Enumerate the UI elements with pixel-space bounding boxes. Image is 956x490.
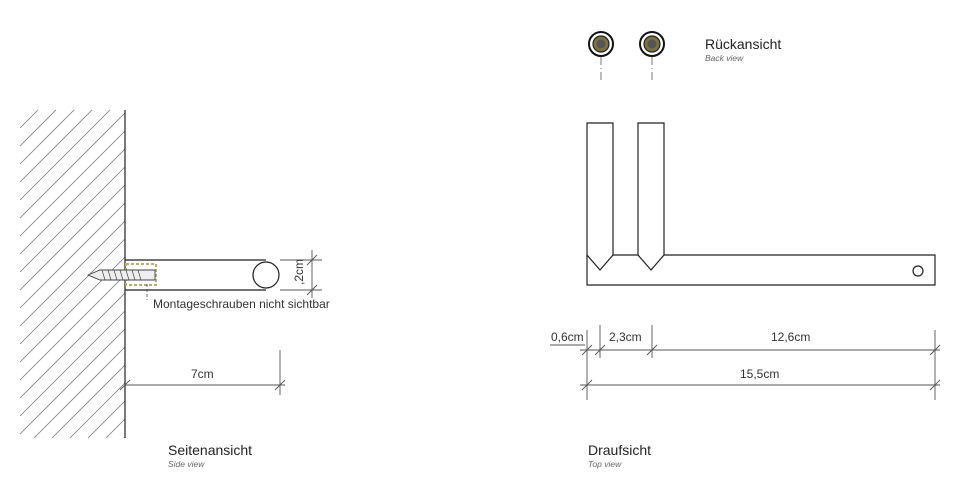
back-view: Rückansicht Back view <box>588 31 781 82</box>
hatch-line <box>51 364 126 439</box>
end-hole <box>912 265 924 277</box>
hatch-line <box>19 310 126 417</box>
height-dimension <box>280 250 322 298</box>
dim-c-label: 12,6cm <box>771 330 810 344</box>
top-view-subtitle: Top view <box>588 459 622 469</box>
side-view: Montageschrauben nicht sichtbar ,2cm 7cm… <box>19 109 330 469</box>
hatch-line <box>19 328 126 435</box>
hatch-line <box>19 292 126 399</box>
hatch-line <box>87 400 126 439</box>
bar <box>586 254 936 286</box>
hatch-line <box>19 184 126 291</box>
rod-side <box>125 259 266 291</box>
hatch-line <box>19 109 93 183</box>
dim-total-label: 15,5cm <box>740 367 779 381</box>
hatch-line <box>19 274 126 381</box>
hatch-line <box>33 346 126 439</box>
hatch-line <box>19 109 111 201</box>
hatch-line <box>19 130 126 237</box>
dim-a-label: 0,6cm <box>551 330 584 344</box>
height-label: ,2cm <box>292 259 306 285</box>
hatch-line <box>19 109 57 147</box>
hatch-line <box>19 238 126 345</box>
top-view: 0,6cm 2,3cm 12,6cm 15,5cm Draufsicht Top… <box>550 122 941 469</box>
back-view-title: Rückansicht <box>705 36 781 52</box>
hatch-line <box>105 418 126 439</box>
hatch-line <box>19 112 126 219</box>
hatch-line <box>19 109 75 165</box>
mount-circle-icon <box>588 31 614 82</box>
screw-icon <box>86 263 157 300</box>
hatch-line <box>19 166 126 273</box>
back-view-subtitle: Back view <box>705 53 744 63</box>
mount-circle-icon <box>639 31 665 82</box>
hatch-line <box>19 109 39 129</box>
hatch-line <box>69 382 126 439</box>
top-view-title: Draufsicht <box>588 442 651 458</box>
hatch-line <box>19 220 126 327</box>
side-view-subtitle: Side view <box>168 459 205 469</box>
hatch-line <box>19 148 126 255</box>
length-label: 7cm <box>191 367 214 381</box>
side-view-title: Seitenansicht <box>168 442 252 458</box>
top-dimensions <box>550 325 941 400</box>
dim-b-label: 2,3cm <box>609 330 642 344</box>
length-dimension <box>119 350 286 395</box>
mounting-note: Montageschrauben nicht sichtbar <box>153 297 330 311</box>
rod-end-circle <box>252 261 280 289</box>
hatch-line <box>19 202 126 309</box>
prongs <box>586 122 665 271</box>
